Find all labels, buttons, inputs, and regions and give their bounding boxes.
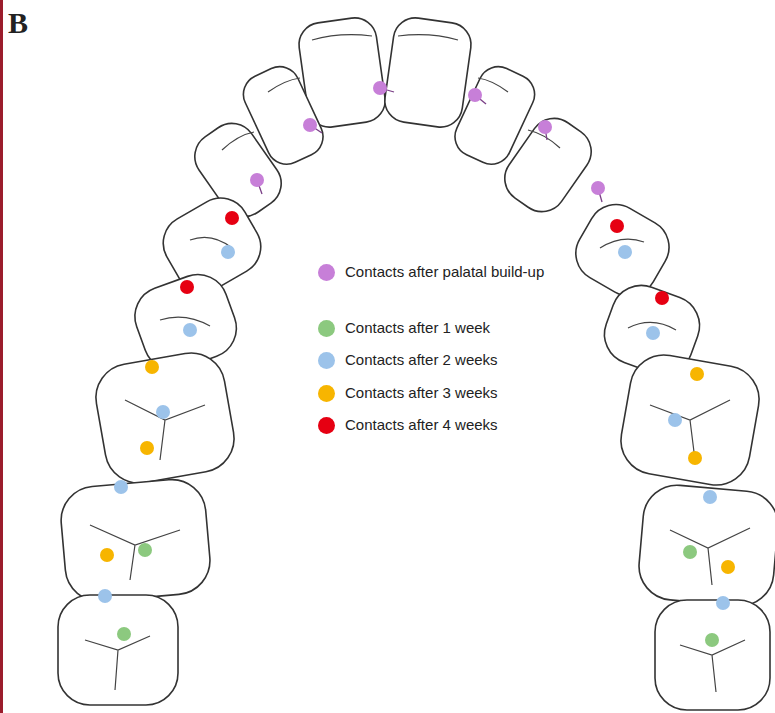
panel-letter: B (8, 8, 28, 38)
legend-swatch (318, 320, 335, 337)
legend-text: Contacts after 3 weeks (345, 383, 560, 403)
legend-text: Contacts after 2 weeks (345, 350, 560, 370)
legend-swatch (318, 385, 335, 402)
edge-bar (0, 0, 3, 713)
legend-text: Contacts after palatal build-up (345, 262, 560, 282)
legend-text: Contacts after 4 weeks (345, 415, 560, 435)
teeth (58, 15, 775, 710)
legend-swatch (318, 264, 335, 281)
purple-tails (257, 88, 602, 202)
legend-text: Contacts after 1 week (345, 318, 560, 338)
contact-dots (98, 81, 735, 647)
fissures (85, 35, 750, 692)
legend-swatch (318, 417, 335, 434)
legend-swatch (318, 352, 335, 369)
